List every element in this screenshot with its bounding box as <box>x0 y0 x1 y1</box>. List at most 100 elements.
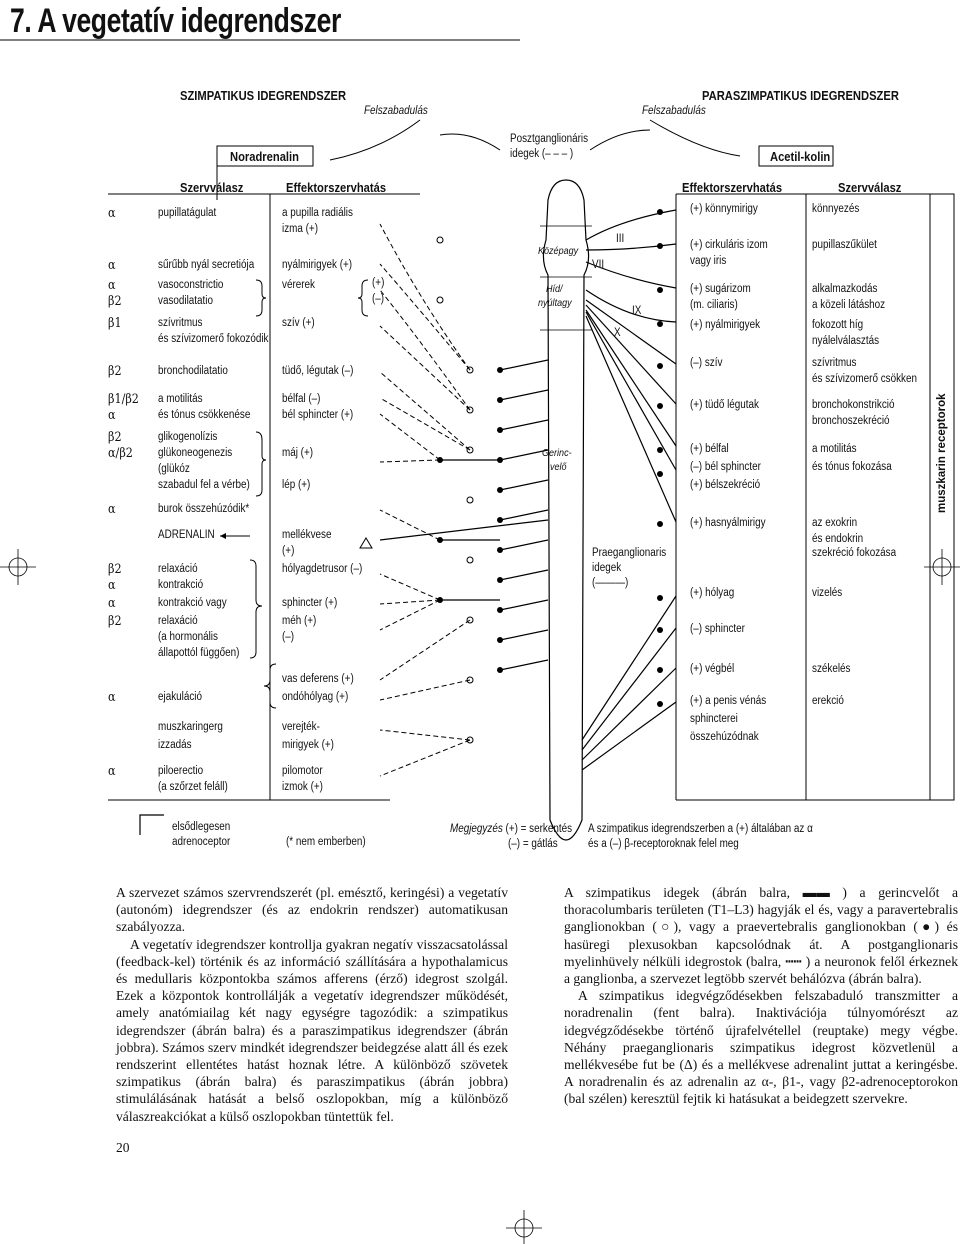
parasympathetic-response: a közeli látáshoz <box>812 299 886 311</box>
gerincvelo-label-2: velő <box>550 461 567 473</box>
parasympathetic-effector: (+) nyálmirigyek <box>690 319 761 331</box>
registration-mark-right <box>924 549 960 585</box>
col-header-szervvalasz-left: Szervválasz <box>180 180 244 195</box>
sympathetic-effector: mirigyek (+) <box>282 739 334 751</box>
receptor-label: α <box>108 578 116 593</box>
pregang-label-2: idegek <box>592 562 622 574</box>
receptor-label: α <box>108 690 116 705</box>
postgang-label-2: idegek (– – – ) <box>510 148 574 160</box>
sympathetic-effector: tüdő, légutak (–) <box>282 365 354 377</box>
parasympathetic-response: pupillaszűkület <box>812 239 877 251</box>
release-right: Felszabadulás <box>642 105 706 117</box>
note-right-2: és a (–) β-receptoroknak felel meg <box>588 838 739 850</box>
sympathetic-response: állapottól függően) <box>158 647 240 659</box>
sympathetic-response: kontrakció vagy <box>158 597 227 609</box>
parasympathetic-effector: (+) bélfal <box>690 443 729 455</box>
parasympathetic-response: könnyezés <box>812 203 860 215</box>
sympathetic-response: szabadul fel a vérbe) <box>158 479 250 491</box>
parasympathetic-effector: (+) tüdő légutak <box>690 399 760 411</box>
parasympathetic-response: bronchokonstrikció <box>812 399 895 411</box>
parasympathetic-response: nyálelválasztás <box>812 335 880 347</box>
sympathetic-effector: a pupilla radiális <box>282 207 353 219</box>
receptor-label: β1 <box>108 316 122 331</box>
receptor-label: α <box>108 258 116 273</box>
sympathetic-effector: (+) <box>282 545 295 557</box>
sympathetic-effector: sphincter (+) <box>282 597 338 609</box>
legend-not-human: (* nem emberben) <box>286 836 366 848</box>
parasympathetic-effector: (–) sphincter <box>690 623 745 635</box>
postgang-label-1: Posztganglionáris <box>510 133 589 145</box>
note-right-1: A szimpatikus idegrendszerben a (+) álta… <box>588 823 813 835</box>
nerve-VII-label: VII <box>592 259 605 271</box>
paragraph-right-2: A szimpatikus idegvégződésekben felszaba… <box>564 988 958 1107</box>
parasympathetic-effector: (+) bélszekréció <box>690 479 761 491</box>
receptor-label: β2 <box>108 614 122 629</box>
sympathetic-effector: ondóhólyag (+) <box>282 691 349 703</box>
parasympathetic-response: fokozott híg <box>812 319 864 331</box>
kozepagy-label: Középagy <box>538 245 579 257</box>
parasympathetic-effector: (m. ciliaris) <box>690 299 738 311</box>
sympathetic-effector: vérerek <box>282 279 315 291</box>
receptor-label: α <box>108 278 116 293</box>
receptor-label: α <box>108 764 116 779</box>
parasympathetic-effector: (+) a penis vénás <box>690 695 767 707</box>
body-text-right: A szimpatikus idegek (ábrán balra, ▬▬ ) … <box>564 884 958 1108</box>
sympathetic-effector: nyálmirigyek (+) <box>282 259 353 271</box>
paragraph-left-1: A szervezet számos szervrendszerét (pl. … <box>116 885 508 935</box>
parasympathetic-response: székelés <box>812 663 851 675</box>
sympathetic-response: kontrakció <box>158 579 204 591</box>
pregang-label-1: Praeganglionaris <box>592 547 667 559</box>
receptor-label: α <box>108 502 116 517</box>
megjegyzes-2: (–) = gátlás <box>508 838 558 850</box>
sympathetic-response: bronchodilatatio <box>158 365 228 377</box>
receptor-label: α/β2 <box>108 446 133 461</box>
parasympathetic-response: vizelés <box>812 587 843 599</box>
sympathetic-response: ejakuláció <box>158 691 202 703</box>
sympathetic-response: ADRENALIN <box>158 529 215 541</box>
parasympathetic-response: szívritmus <box>812 357 857 369</box>
sympathetic-response: burok összehúzódik* <box>158 503 250 515</box>
vererek-minus: (–) <box>372 293 385 305</box>
parasympathetic-effector: (+) hólyag <box>690 587 735 599</box>
page-title: 7. A vegetatív idegrendszer <box>10 2 341 40</box>
nerve-IX-label: IX <box>632 305 642 317</box>
sympathetic-effector: lép (+) <box>282 479 311 491</box>
parasympathetic-effector: összehúzódnak <box>690 731 759 743</box>
sympathetic-effector: bél sphincter (+) <box>282 409 354 421</box>
sympathetic-effector: pilomotor <box>282 765 323 777</box>
sympathetic-response: relaxáció <box>158 563 198 575</box>
parasympathetic-response: és szívizomerő csökken <box>812 373 917 385</box>
sympathetic-response: (a hormonális <box>158 631 218 643</box>
sympathetic-effector: szív (+) <box>282 317 315 329</box>
col-header-effektor-right: Effektorszervhatás <box>682 180 783 195</box>
noradrenalin-label: Noradrenalin <box>230 149 299 164</box>
parasympathetic-response: szekréció fokozása <box>812 547 897 559</box>
parasympathetic-header: PARASZIMPATIKUS IDEGRENDSZER <box>702 88 899 103</box>
parasympathetic-response: a motilitás <box>812 443 857 455</box>
parasympathetic-response: bronchoszekréció <box>812 415 890 427</box>
col-header-effektor-left: Effektorszervhatás <box>286 180 387 195</box>
sympathetic-effector: verejték- <box>282 721 320 733</box>
megjegyzes-1: (+) = serkentés <box>505 823 573 835</box>
pregang-label-3: (———) <box>592 577 629 589</box>
sympathetic-effector: (–) <box>282 631 295 643</box>
sympathetic-response: sűrűbb nyál secretiója <box>158 259 255 271</box>
sympathetic-response: (glükóz <box>158 463 190 475</box>
parasympathetic-effector: (+) sugárizom <box>690 283 751 295</box>
receptor-label: α <box>108 596 116 611</box>
receptor-label: β2 <box>108 562 122 577</box>
parasympathetic-response: az exokrin <box>812 517 858 529</box>
note-plus: Megjegyzés (+) = serkentés <box>450 822 572 837</box>
sympathetic-effector: vas deferens (+) <box>282 673 354 685</box>
hid-label-1: Híd/ <box>546 283 563 295</box>
paragraph-right-1: A szimpatikus idegek (ábrán balra, ▬▬ ) … <box>564 885 958 987</box>
sympathetic-response: relaxáció <box>158 615 198 627</box>
legend-primary-1: elsődlegesen <box>172 821 231 833</box>
parasympathetic-effector: vagy iris <box>690 255 727 267</box>
sympathetic-header: SZIMPATIKUS IDEGRENDSZER <box>180 88 347 103</box>
registration-mark-bottom <box>506 1210 542 1244</box>
sympathetic-effector: méh (+) <box>282 615 317 627</box>
sympathetic-response: (a szőrzet feláll) <box>158 781 228 793</box>
parasympathetic-response: és tónus fokozása <box>812 461 892 473</box>
